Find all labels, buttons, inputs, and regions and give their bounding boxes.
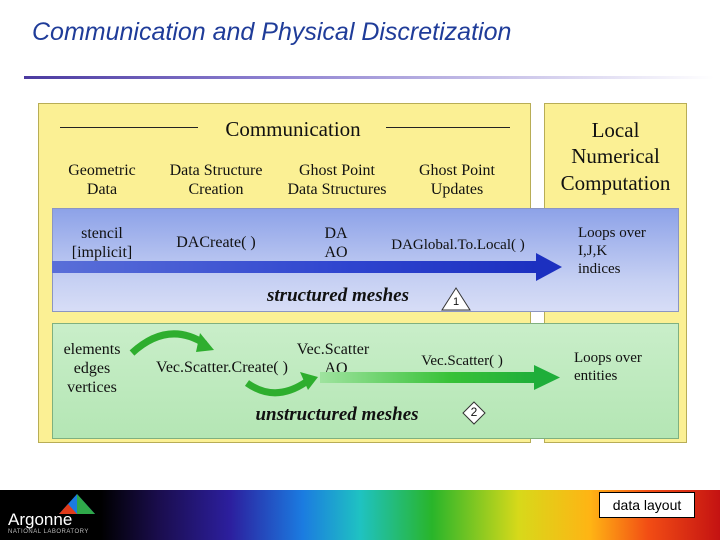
structured-geometric-line-2: [implicit] [71, 244, 133, 262]
structured-ds-line-2: AO [324, 244, 348, 262]
communication-heading: Communication [225, 117, 361, 141]
structured-loops-line-1: Loops over [578, 225, 646, 241]
header-geometric-data: Geometric Data [52, 161, 152, 199]
unstructured-geometric-line-3: vertices [67, 379, 117, 397]
unstructured-main-arrow [320, 365, 560, 390]
argonne-logo-text: Argonne [8, 510, 73, 529]
unstructured-badge-number: 2 [470, 405, 478, 419]
header-ds-creation: Data Structure Creation [158, 161, 274, 199]
structured-badge-number: 1 [452, 296, 460, 308]
unstructured-badge [462, 401, 486, 425]
structured-loops-line-3: indices [578, 261, 621, 277]
structured-ds: DA AO [296, 224, 376, 262]
page-title: Communication and Physical Discretizatio… [32, 18, 512, 46]
header-ghost-updates: Ghost Point Updates [404, 161, 510, 199]
unstructured-ds-line-1: Vec.Scatter [296, 341, 370, 358]
local-line-1: Local [591, 118, 640, 142]
header-ghost-updates-line-2: Updates [430, 181, 484, 199]
unstructured-meshes-label: unstructured meshes [255, 404, 419, 425]
communication-rule-left [60, 127, 198, 128]
unstructured-loops-line-2: entities [574, 368, 618, 384]
unstructured-loops-line-1: Loops over [574, 350, 642, 366]
structured-badge [441, 287, 471, 311]
local-computation-heading: Local Numerical Computation [544, 117, 687, 196]
unstructured-update: Vec.Scatter( ) [421, 353, 503, 369]
structured-band [52, 208, 679, 312]
structured-meshes-label: structured meshes [267, 285, 409, 306]
header-ghost-updates-line-1: Ghost Point [418, 162, 495, 179]
unstructured-geometric: elements edges vertices [52, 340, 132, 398]
structured-loops: Loops over I,J,K indices [560, 224, 680, 278]
header-ds-creation-line-2: Creation [188, 181, 244, 199]
local-line-2: Numerical [571, 144, 660, 169]
scatter-create-curved-arrow [129, 330, 214, 356]
local-line-3: Computation [560, 170, 671, 195]
header-ghost-ds: Ghost Point Data Structures [276, 161, 398, 199]
structured-geometric-line-1: stencil [81, 225, 123, 242]
data-layout-box: data layout [599, 492, 695, 518]
structured-create: DACreate( ) [176, 234, 256, 251]
header-geometric-line-1: Geometric [68, 162, 136, 179]
header-geometric-line-2: Data [86, 181, 118, 199]
structured-ds-line-1: DA [324, 225, 348, 242]
structured-geometric: stencil [implicit] [52, 224, 152, 262]
argonne-logo-subtext: NATIONAL LABORATORY [8, 529, 89, 535]
structured-loops-line-2: I,J,K [578, 243, 608, 259]
header-ds-creation-line-1: Data Structure [169, 162, 263, 179]
unstructured-geometric-line-2: edges [73, 360, 111, 378]
header-ghost-ds-line-2: Data Structures [287, 181, 387, 199]
structured-main-arrow [52, 253, 562, 281]
unstructured-create: Vec.Scatter.Create( ) [156, 359, 288, 376]
communication-rule-right [386, 127, 510, 128]
structured-update: DAGlobal.To.Local( ) [391, 237, 525, 253]
unstructured-geometric-line-1: elements [63, 341, 121, 358]
argonne-logo-icon [59, 494, 95, 514]
vecscatter-curved-arrow [244, 372, 318, 397]
title-divider [24, 76, 714, 79]
unstructured-loops: Loops over entities [556, 349, 676, 385]
header-ghost-ds-line-1: Ghost Point [298, 162, 375, 179]
